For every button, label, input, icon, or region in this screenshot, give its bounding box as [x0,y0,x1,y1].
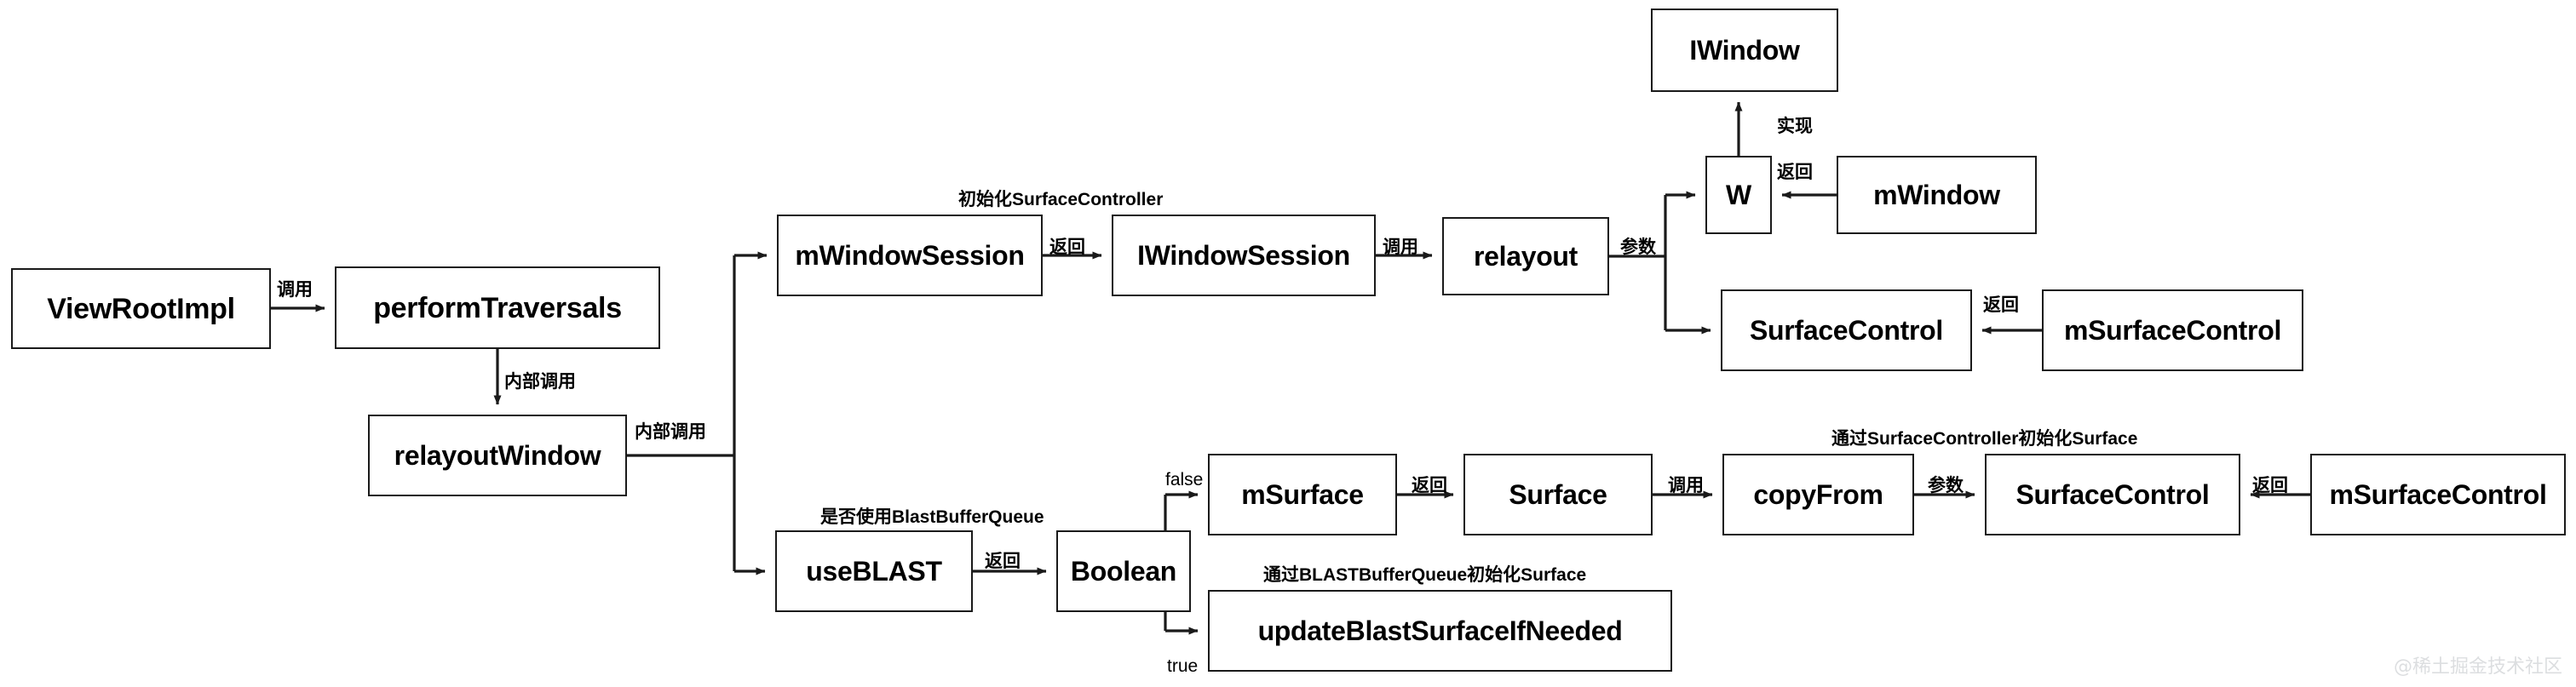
node-performtraversals[interactable]: performTraversals [335,266,660,349]
edge-label-return-6: 返回 [2252,476,2288,495]
node-label-relayout: relayout [1473,241,1578,272]
node-label-useblast: useBLAST [806,556,942,587]
node-label-surface: Surface [1509,479,1607,510]
node-label-updateblastsurfaceifneeded: updateBlastSurfaceIfNeeded [1257,615,1623,646]
edge-label-return-1: 返回 [1049,238,1085,257]
node-label-iwindowsession: IWindowSession [1137,240,1350,271]
edge-label-internal-call-2: 内部调用 [635,422,706,442]
edge-label-init-via-blastbufferqueue: 通过BLASTBufferQueue初始化Surface [1263,565,1587,585]
edge-label-return-5: 返回 [1412,476,1447,495]
edge-label-init-via-surfacecontroller: 通过SurfaceController初始化Surface [1831,429,2138,449]
node-label-mwindowsession: mWindowSession [795,240,1025,271]
node-label-surfacecontrol-bottom: SurfaceControl [2015,479,2210,510]
node-relayout[interactable]: relayout [1442,217,1609,295]
node-label-mwindow: mWindow [1873,180,2000,210]
node-copyfrom[interactable]: copyFrom [1722,454,1914,535]
node-useblast[interactable]: useBLAST [775,530,973,612]
node-surfacecontrol-top[interactable]: SurfaceControl [1721,289,1972,371]
node-w[interactable]: W [1705,156,1772,234]
edge-label-useblast-question: 是否使用BlastBufferQueue [820,507,1044,527]
node-label-msurfacecontrol-top: mSurfaceControl [2063,315,2282,346]
node-relayoutwindow[interactable]: relayoutWindow [368,415,627,496]
node-label-relayoutwindow: relayoutWindow [394,440,601,471]
edge-label-internal-call-1: 内部调用 [504,372,576,392]
node-mwindowsession[interactable]: mWindowSession [777,215,1043,296]
node-msurfacecontrol-top[interactable]: mSurfaceControl [2042,289,2303,371]
edge-label-return-3: 返回 [1983,295,2019,315]
edge-label-return-4: 返回 [985,552,1021,571]
watermark: @稀土掘金技术社区 [2393,656,2562,678]
node-label-boolean: Boolean [1070,556,1177,587]
node-label-msurfacecontrol-bottom: mSurfaceControl [2329,479,2547,510]
edge-label-call-2: 调用 [1383,238,1418,257]
edge-label-call-1: 调用 [277,280,313,300]
node-msurfacecontrol-bottom[interactable]: mSurfaceControl [2310,454,2566,535]
edge-label-init-surfacecontroller: 初始化SurfaceController [958,190,1164,209]
node-updateblastsurfaceifneeded[interactable]: updateBlastSurfaceIfNeeded [1208,590,1672,672]
node-surfacecontrol-bottom[interactable]: SurfaceControl [1985,454,2240,535]
edge-label-call-3: 调用 [1668,476,1704,495]
node-iwindow[interactable]: IWindow [1651,9,1838,92]
node-boolean[interactable]: Boolean [1056,530,1191,612]
node-label-copyfrom: copyFrom [1753,479,1883,510]
node-label-surfacecontrol-top: SurfaceControl [1750,315,1943,346]
node-viewrootimpl[interactable]: ViewRootImpl [11,268,271,349]
edge-label-return-2: 返回 [1777,163,1813,182]
edge-label-true: true [1167,656,1199,676]
node-label-performtraversals: performTraversals [373,291,622,324]
node-label-viewrootimpl: ViewRootImpl [47,292,235,325]
edge-label-param-2: 参数 [1928,476,1964,495]
node-label-iwindow: IWindow [1689,35,1800,66]
edge-label-false: false [1165,470,1204,489]
node-label-msurface: mSurface [1241,479,1364,510]
edge-label-implements: 实现 [1777,117,1813,136]
node-msurface[interactable]: mSurface [1208,454,1397,535]
node-surface[interactable]: Surface [1463,454,1653,535]
node-mwindow[interactable]: mWindow [1837,156,2037,234]
node-iwindowsession[interactable]: IWindowSession [1112,215,1376,296]
node-label-w: W [1726,180,1751,210]
edge-label-param-1: 参数 [1620,238,1656,257]
